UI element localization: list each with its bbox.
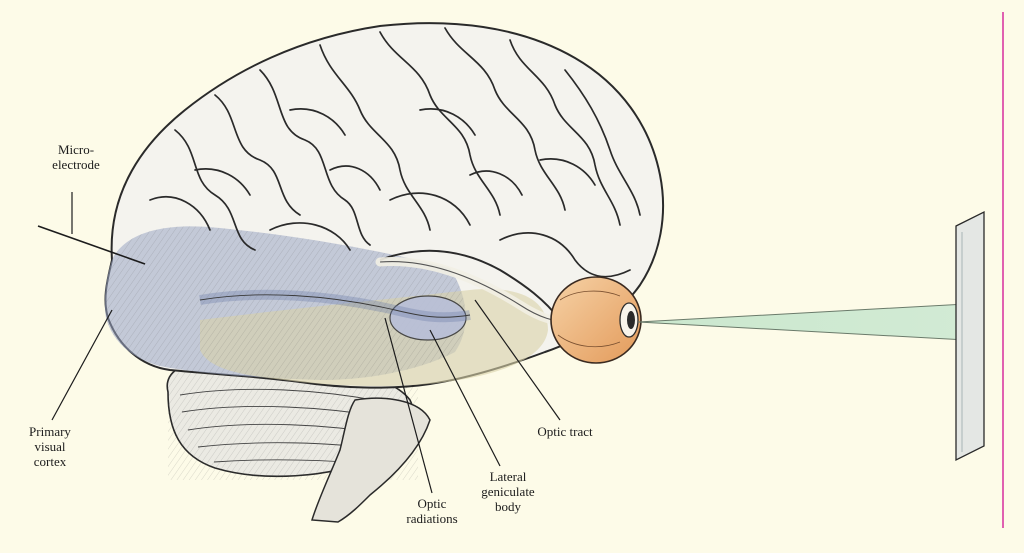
projection-screen (955, 210, 985, 462)
light-beam (637, 303, 967, 341)
leader-optic-radiations (384, 317, 433, 494)
lateral-sulcus (379, 249, 561, 321)
label-optic-rad-line-2: radiations (406, 511, 458, 526)
label-lgb-line-2: geniculate (481, 484, 535, 499)
label-primary-line-1: Primary (29, 424, 71, 439)
label-optic-tract: Optic tract (520, 424, 610, 439)
leader-lateral-geniculate (429, 329, 501, 467)
label-primary-visual-cortex: Primary visual cortex (10, 424, 90, 469)
label-microelectrode-line-1: Micro- (57, 142, 95, 157)
label-optic-tract-line-1: Optic tract (537, 424, 593, 439)
label-lateral-geniculate-body: Lateral geniculate body (468, 469, 548, 514)
microelectrode-line (37, 225, 146, 265)
label-lgb-line-1: Lateral (489, 469, 527, 484)
label-optic-radiations: Optic radiations (392, 496, 472, 526)
label-microelectrode: Micro- electrode (36, 142, 116, 172)
eye (550, 276, 642, 364)
leader-optic-tract (474, 299, 561, 421)
label-microelectrode-line-2: electrode (52, 157, 100, 172)
label-lgb-line-3: body (495, 499, 521, 514)
lateral-geniculate-shape (389, 295, 467, 341)
brain-stem (311, 397, 431, 523)
label-optic-rad-line-1: Optic (417, 496, 447, 511)
label-primary-line-3: cortex (33, 454, 67, 469)
gyri-lines (149, 27, 641, 278)
label-primary-line-2: visual (34, 439, 66, 454)
leader-primary-visual-cortex (51, 309, 113, 421)
